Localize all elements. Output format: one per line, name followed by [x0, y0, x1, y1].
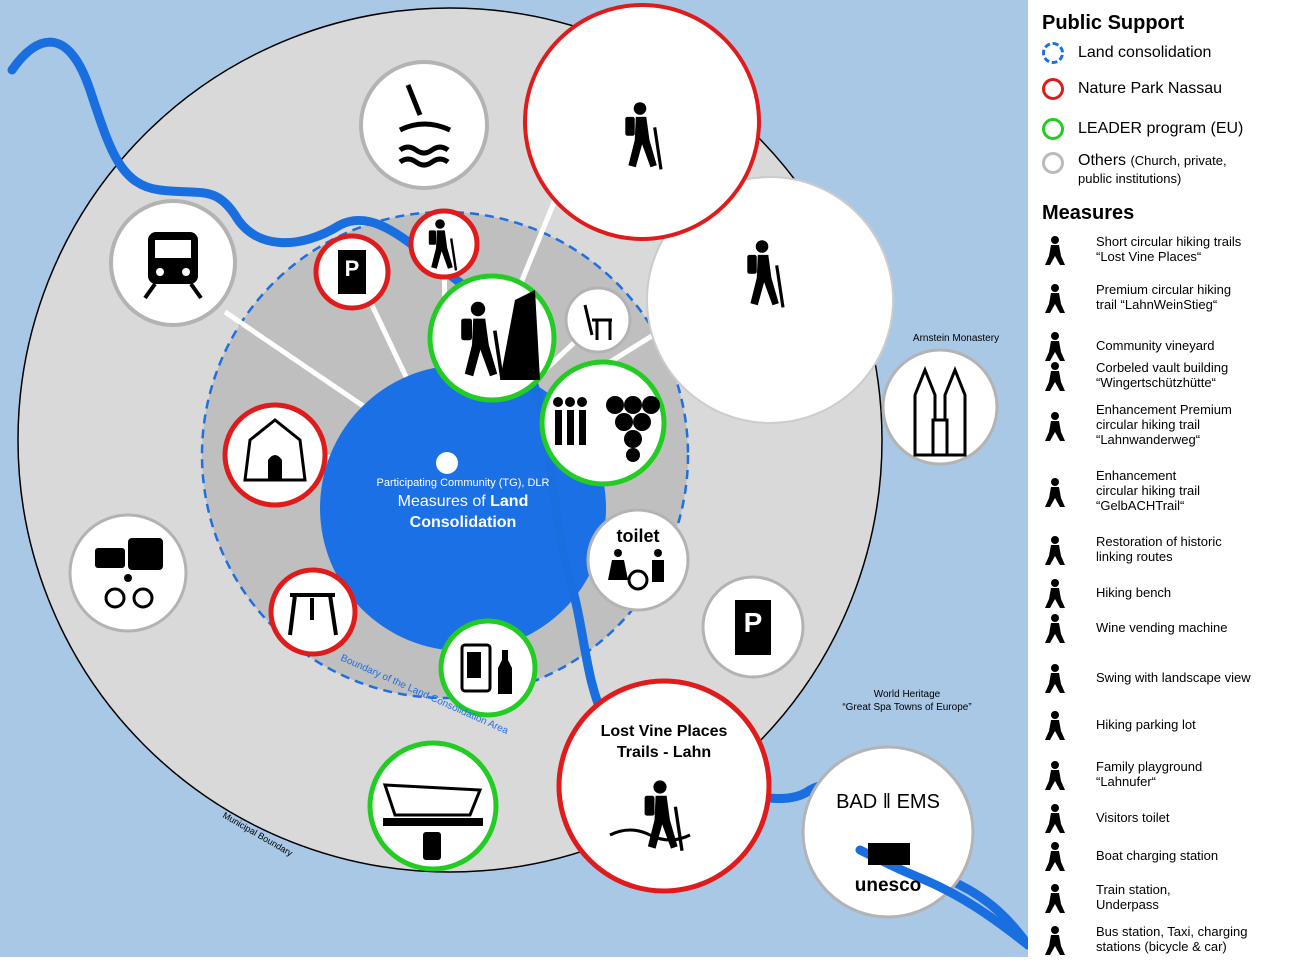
lost-vine-title-2: Trails - Lahn: [617, 744, 711, 761]
community-vineyard-icon: [1038, 328, 1086, 362]
measure-row: Train station,Underpass: [1038, 880, 1300, 914]
center-circle: [320, 365, 606, 651]
measure-row: Boat charging station: [1038, 838, 1300, 872]
arnstein-circle[interactable]: [881, 348, 999, 466]
swing-icon: [398, 84, 452, 168]
measure-row: Hiking parking lot: [1038, 707, 1300, 741]
legend-others: Others (Church, private,public instituti…: [1042, 152, 1227, 188]
bad-ems-circle[interactable]: [801, 745, 975, 919]
center-subtitle: Participating Community (TG), DLR: [377, 477, 550, 489]
swing-icon: [1038, 660, 1086, 694]
toilet-icon: toilet: [608, 526, 664, 591]
measure-row: Visitors toilet: [1038, 800, 1300, 834]
measure-label: Hiking bench: [1096, 584, 1172, 600]
wine-vending-icon: [460, 643, 512, 694]
bus-circle[interactable]: [68, 513, 188, 633]
svg-text:P: P: [744, 607, 763, 638]
vines-icon: [609, 828, 691, 842]
svg-text:P: P: [345, 256, 360, 281]
measure-row: Family playground“Lahnufer“: [1038, 757, 1300, 791]
diagram-canvas: P toilet: [0, 0, 1028, 957]
vault-hut-icon: [1038, 358, 1086, 392]
measure-label: Boat charging station: [1096, 847, 1219, 863]
world-heritage-label: World Heritage: [874, 689, 941, 700]
boat-charging-icon: [1038, 838, 1086, 872]
boat-charging-icon: [382, 783, 483, 860]
measure-row: Swing with landscape view: [1038, 660, 1300, 694]
hiker-icon: [1038, 532, 1086, 566]
legend-nature-park: Nature Park Nassau: [1042, 78, 1222, 100]
center-title-line1: Measures of Land: [398, 493, 529, 510]
measure-label: Community vineyard: [1096, 337, 1215, 353]
parking-icon: [1038, 707, 1086, 741]
church-icon: [913, 365, 967, 457]
legend-leader: LEADER program (EU): [1042, 118, 1243, 140]
playground-icon: [1038, 757, 1086, 791]
public-support-title: Public Support: [1042, 12, 1185, 34]
arnstein-label: Arnstein Monastery: [913, 333, 999, 344]
bus-taxi-bike-icon: [1038, 922, 1086, 956]
bad-ems-logo: BAD ǁ EMS unesco: [836, 791, 940, 896]
measure-label: Train station,Underpass: [1096, 882, 1171, 912]
measure-label: Swing with landscape view: [1096, 669, 1251, 685]
rock-icon: [500, 290, 540, 380]
measure-label: Corbeled vault building“Wingertschützhüt…: [1096, 360, 1229, 390]
center-hub: [436, 452, 458, 474]
svg-text:unesco: unesco: [855, 875, 922, 896]
green-ring-icon: [1042, 118, 1064, 140]
vault-hut-icon: [243, 418, 307, 482]
hiker-icon: [1038, 474, 1086, 508]
train-icon: [1038, 880, 1086, 914]
center-title-line2: Consolidation: [410, 514, 517, 531]
hiker-vines-icon: [1038, 232, 1086, 266]
lost-vine-title-1: Lost Vine Places: [601, 723, 728, 740]
swing-icon: [288, 593, 338, 636]
svg-text:BAD ǁ EMS: BAD ǁ EMS: [836, 791, 940, 813]
measure-row: Corbeled vault building“Wingertschützhüt…: [1038, 358, 1300, 392]
lahnwanderweg-circle[interactable]: [646, 176, 894, 424]
community-vineyard-icon: [553, 396, 660, 462]
legend-land-consolidation: Land consolidation: [1042, 42, 1211, 64]
measures-title: Measures: [1042, 202, 1135, 224]
toilet-icon: [1038, 800, 1086, 834]
svg-text:toilet: toilet: [617, 526, 660, 546]
bench-icon: [1038, 575, 1086, 609]
hiker-climb-icon: [1038, 280, 1086, 314]
train-icon: [143, 232, 203, 300]
measure-row: Hiking bench: [1038, 575, 1300, 609]
measure-label: Family playground“Lahnufer“: [1096, 759, 1203, 789]
red-ring-icon: [1042, 78, 1064, 100]
parking-icon: P: [735, 600, 771, 655]
measure-row: Short circular hiking trails“Lost Vine P…: [1038, 232, 1300, 266]
dashed-ring-icon: [1042, 42, 1064, 64]
bench-icon: [583, 304, 612, 340]
parking-icon: P: [338, 250, 366, 294]
toilet-circle[interactable]: [586, 508, 690, 612]
bus-taxi-bike-icon: [95, 538, 163, 609]
spa-towns-label: “Great Spa Towns of Europe”: [842, 702, 971, 713]
measure-label: Short circular hiking trails“Lost Vine P…: [1096, 234, 1242, 264]
legend-panel: Public Support Land consolidation Nature…: [1030, 0, 1301, 957]
measure-label: Hiking parking lot: [1096, 716, 1196, 732]
gray-ring-icon: [1042, 152, 1064, 174]
measure-row: Wine vending machine: [1038, 610, 1300, 644]
wine-vending-icon: [1038, 610, 1086, 644]
measure-label: Wine vending machine: [1096, 619, 1228, 635]
measure-row: Community vineyard: [1038, 328, 1300, 362]
hiker-icon: [1038, 408, 1086, 442]
measure-label: Visitors toilet: [1096, 809, 1170, 825]
